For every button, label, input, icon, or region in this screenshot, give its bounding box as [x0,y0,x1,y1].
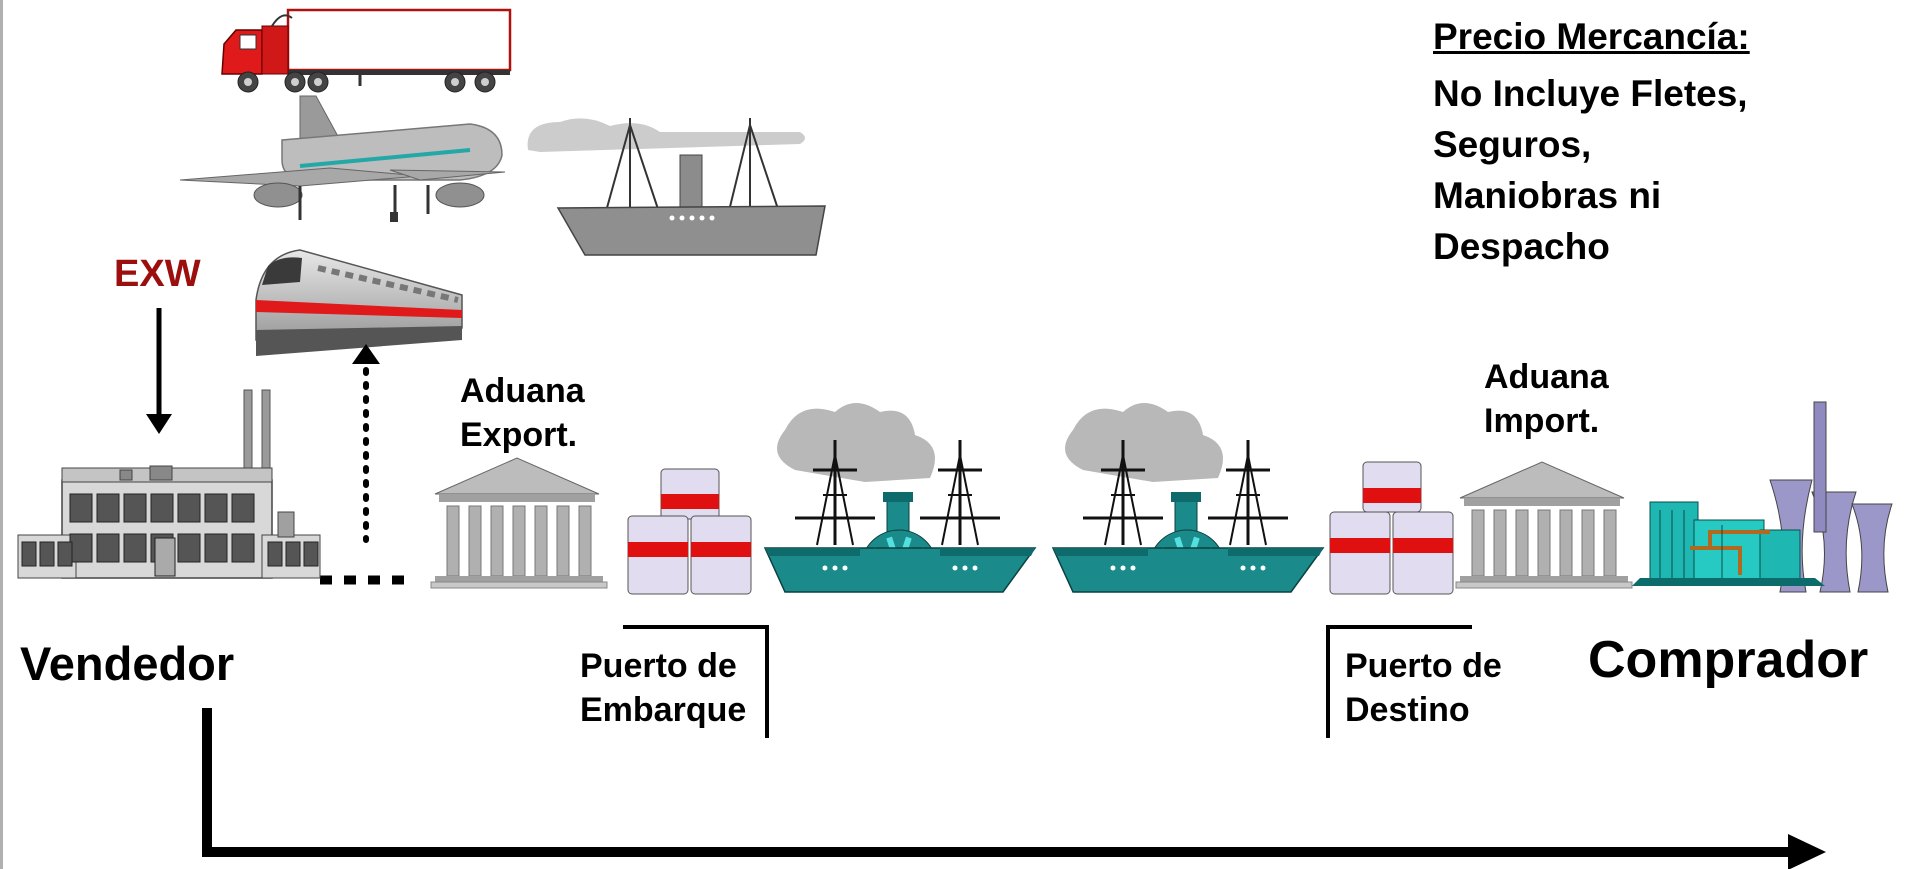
seller-to-buyer-arrow [202,708,1826,869]
price-line: No Incluye Fletes, [1433,73,1748,114]
price-line: Seguros, [1433,124,1592,165]
aduana-export-line: Export. [460,416,578,454]
dotted-up-arrow [320,344,405,585]
price-heading: Precio Mercancía: [1433,16,1750,57]
airplane-icon [179,95,506,222]
factory-icon [17,389,321,579]
puerto-destino-label: Puerto de Destino [1345,644,1502,732]
puerto-embarque-line: Embarque [580,691,747,729]
down-arrow [146,308,172,434]
aduana-export-line: Aduana [460,372,585,410]
puerto-destino-bracket [1326,625,1472,738]
customs-import-icon [1455,461,1633,589]
puerto-embarque-line: Puerto de [580,647,737,685]
puerto-destino-line: Destino [1345,691,1470,729]
comprador-label: Comprador [1588,631,1869,689]
vendedor-label: Vendedor [20,637,235,690]
train-icon [255,249,463,356]
cargo-ship-icon [527,118,826,256]
aduana-import-line: Import. [1484,402,1600,440]
power-plant-icon [1632,401,1893,593]
incoterm-label: EXW [114,253,201,295]
price-line: Despacho [1433,226,1610,267]
puerto-destino-line: Puerto de [1345,647,1502,685]
containers-right-icon [1329,461,1454,595]
aduana-import-label: Aduana Import. [1484,355,1609,443]
puerto-embarque-label: Puerto de Embarque [580,644,746,732]
price-line: Maniobras ni [1433,175,1662,216]
puerto-embarque-bracket [623,625,769,738]
customs-export-icon [430,457,608,589]
aduana-import-line: Aduana [1484,358,1609,396]
containers-left-icon [627,468,752,595]
truck-icon [221,8,512,93]
steamship-left-icon [763,403,1037,593]
price-conditions: No Incluye Fletes, Seguros, Maniobras ni… [1433,68,1748,272]
aduana-export-label: Aduana Export. [460,369,585,457]
slide-left-edge [0,0,3,869]
steamship-right-icon [1051,403,1325,593]
